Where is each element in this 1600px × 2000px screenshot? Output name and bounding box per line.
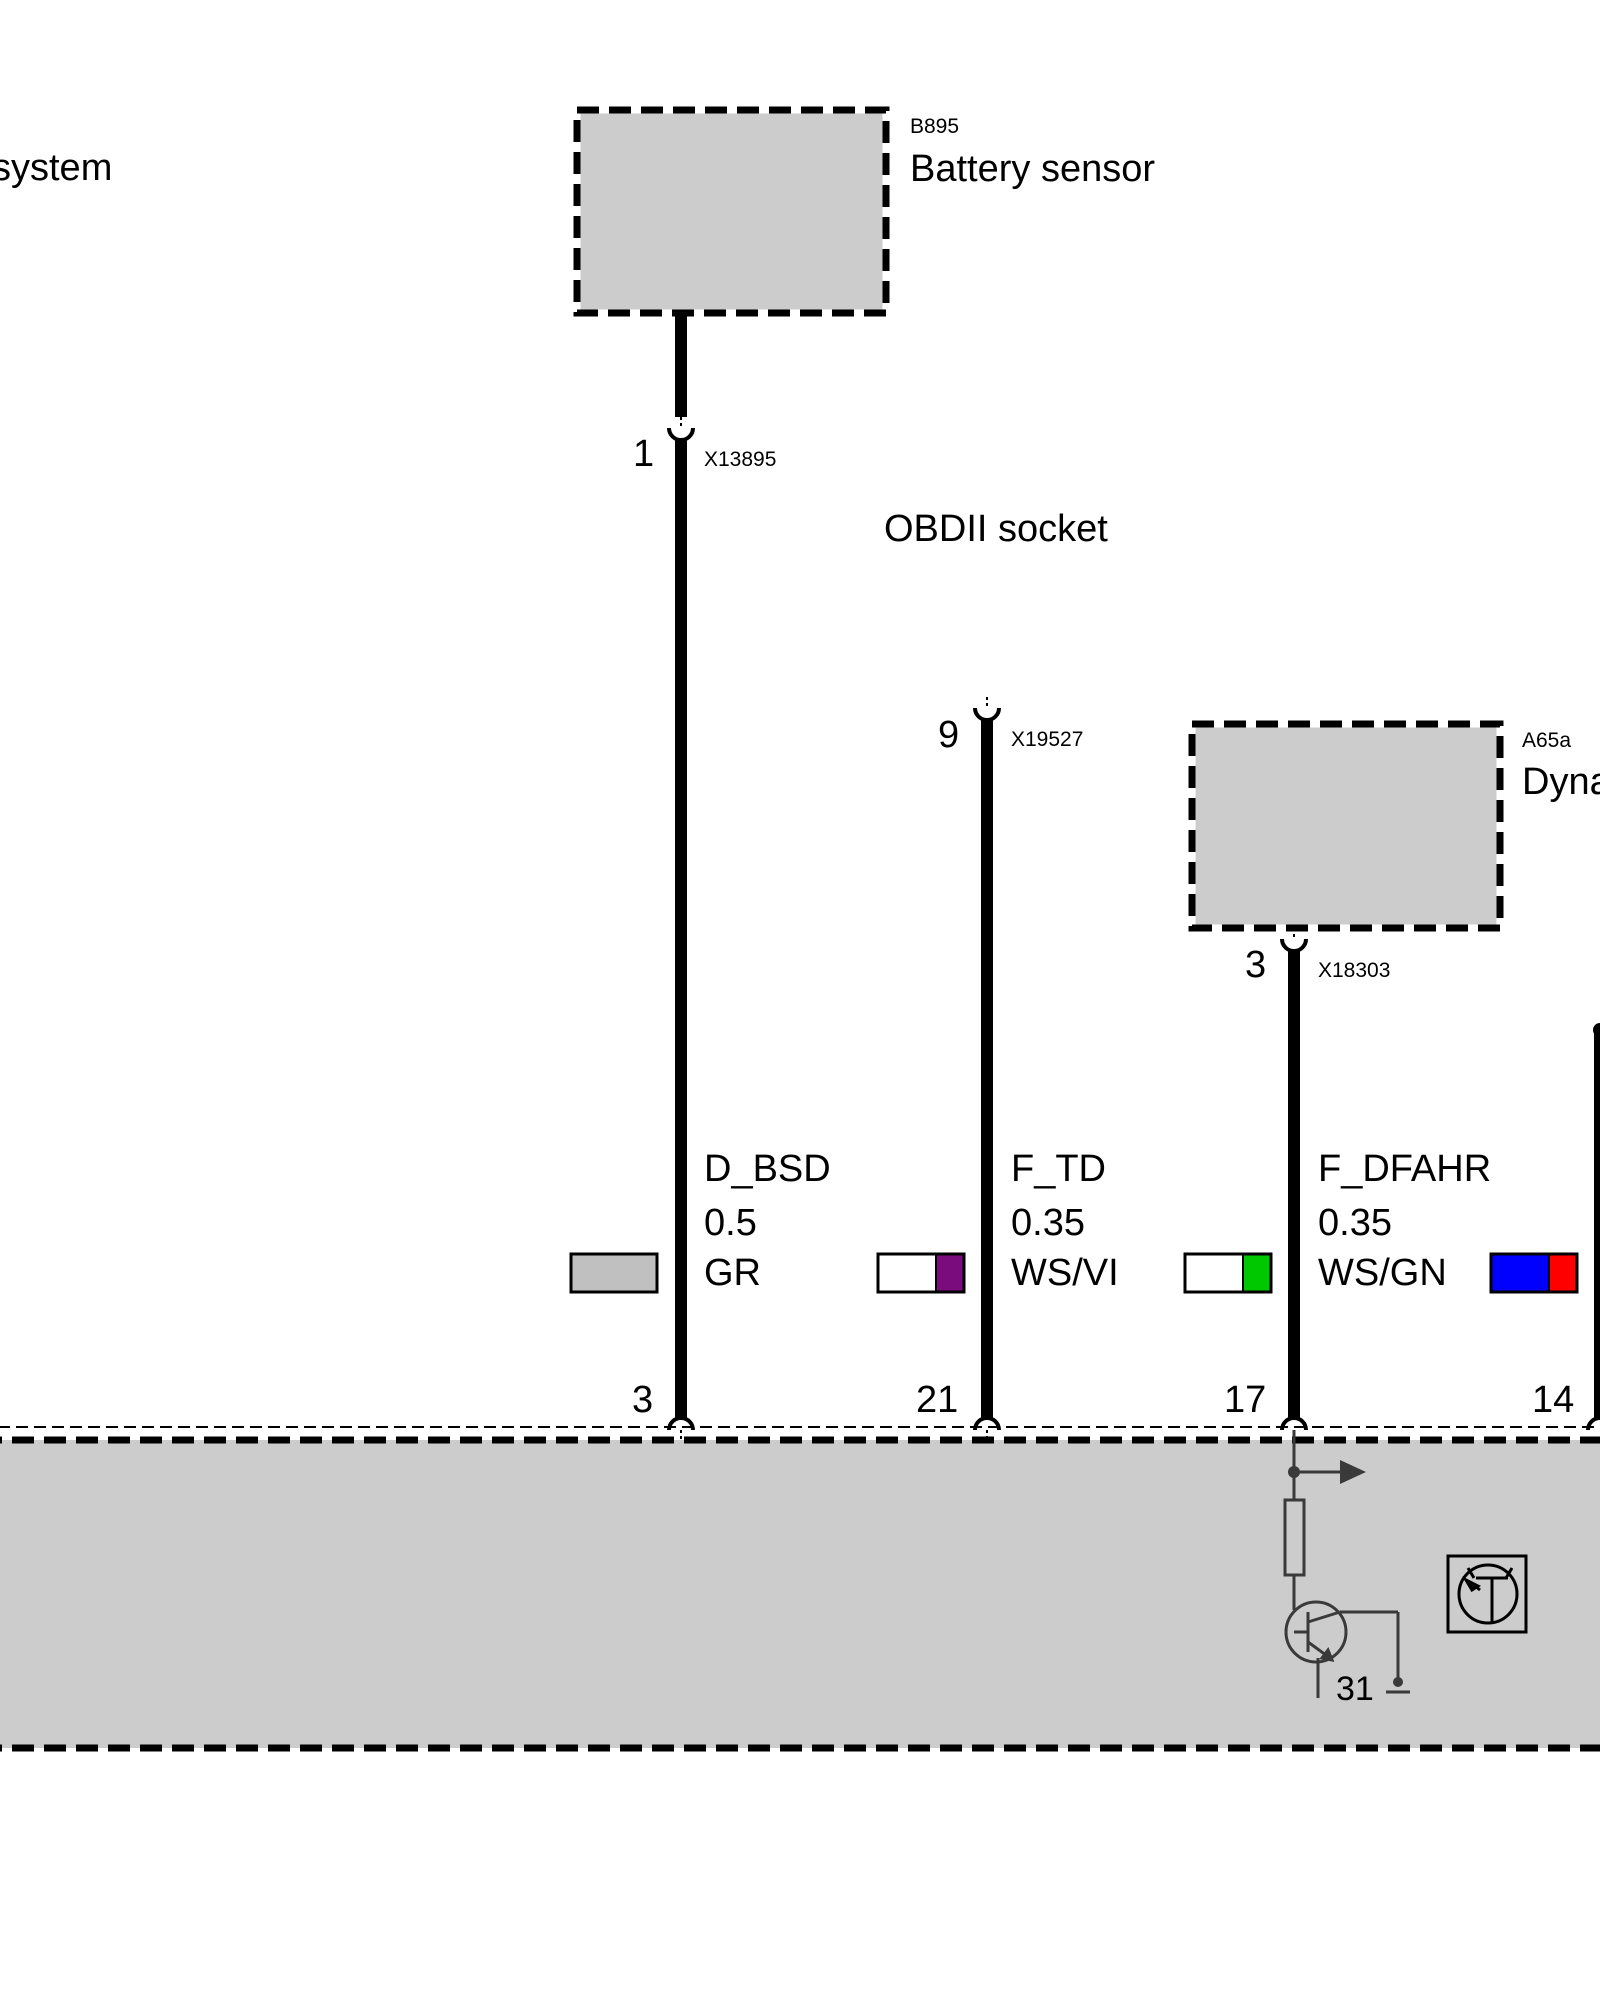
wire-f-dfahr-swatch	[1183, 1252, 1273, 1294]
module-pin-connectors	[667, 1416, 1600, 1440]
connector-x18303-pin: 3	[1245, 944, 1266, 986]
wire-d-bsd-gauge: 0.5	[704, 1202, 757, 1244]
wire-d-bsd-signal: D_BSD	[704, 1148, 831, 1190]
connector-x13895-id: X13895	[704, 448, 776, 471]
wire-edge-swatch	[1489, 1252, 1579, 1294]
arrow-right-icon	[1340, 1460, 1366, 1484]
transistor-symbol-icon	[1446, 1554, 1528, 1634]
connector-x19527-pin: 9	[938, 714, 959, 756]
wire-f-td-swatch	[876, 1252, 966, 1294]
module-pin-edge: 14	[1532, 1379, 1574, 1421]
module-pin-d-bsd: 3	[632, 1379, 653, 1421]
dynamic-component-code: A65a	[1522, 729, 1571, 752]
dynamic-component-name: Dyna	[1522, 761, 1600, 803]
circuit-junction	[1288, 1466, 1300, 1478]
wire-f-td-signal: F_TD	[1011, 1148, 1106, 1190]
module-pin-f-dfahr: 17	[1224, 1379, 1266, 1421]
wire-f-td-gauge: 0.35	[1011, 1202, 1085, 1244]
dynamic-component[interactable]	[1188, 720, 1504, 932]
wire-f-td-color: WS/VI	[1011, 1252, 1119, 1294]
diagram-title: system	[0, 147, 112, 189]
control-module[interactable]	[0, 1426, 1600, 1752]
ground-icon	[1386, 1677, 1410, 1694]
wire-d-bsd-color: GR	[704, 1252, 761, 1294]
connector-x19527-id: X19527	[1011, 728, 1083, 751]
transistor-icon	[1284, 1600, 1348, 1664]
wire-f-dfahr-gauge: 0.35	[1318, 1202, 1392, 1244]
battery-sensor-code: B895	[910, 115, 959, 138]
wire-f-dfahr-color: WS/GN	[1318, 1252, 1447, 1294]
connector-x18303-id: X18303	[1318, 959, 1390, 982]
internal-circuit	[1283, 1430, 1400, 1698]
wire-f-dfahr-signal: F_DFAHR	[1318, 1148, 1491, 1190]
ground-label: 31	[1336, 1670, 1374, 1708]
wire-d-bsd-swatch	[569, 1252, 659, 1294]
wire-edge-junction	[1593, 1023, 1600, 1037]
module-pin-f-td: 21	[916, 1379, 958, 1421]
obd-socket-name: OBDII socket	[884, 508, 1108, 550]
connector-x13895-pin: 1	[633, 433, 654, 475]
battery-sensor-name: Battery sensor	[910, 148, 1155, 190]
battery-sensor-component[interactable]	[573, 106, 890, 317]
